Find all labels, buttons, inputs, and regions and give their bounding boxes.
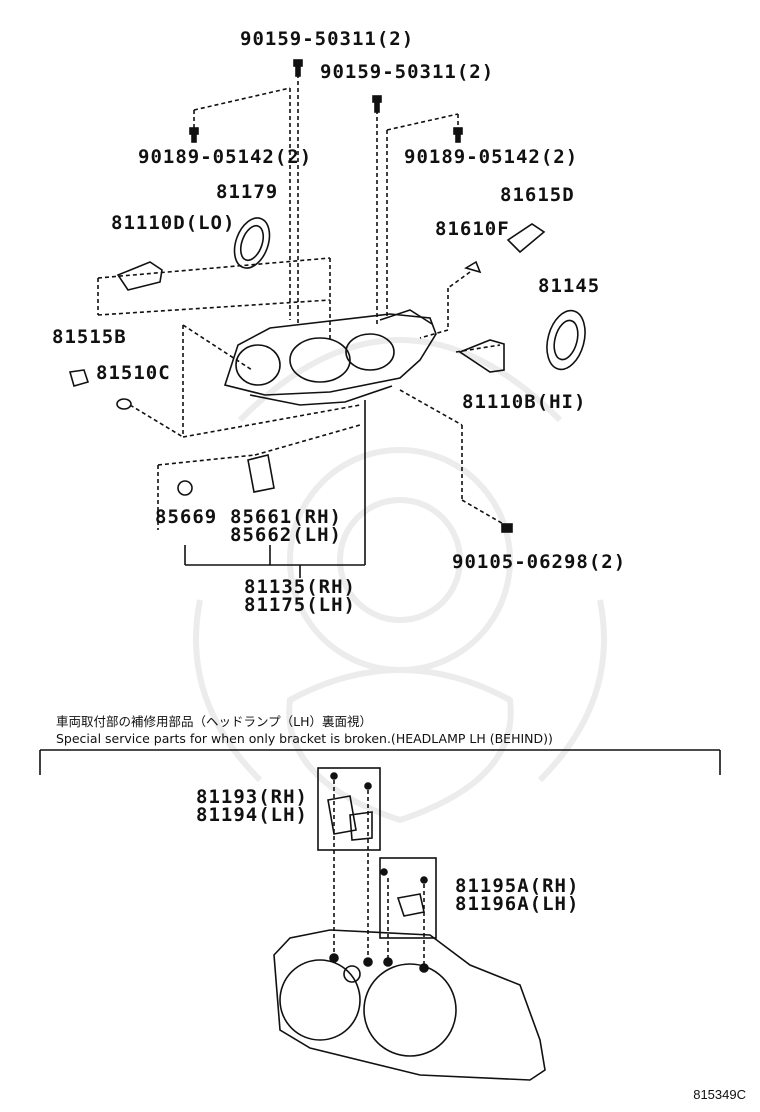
- headlamp-assembly: [223, 309, 437, 406]
- bracket-guides: [333, 780, 425, 965]
- part-label-81615d: 81615D: [500, 184, 575, 206]
- figure-code: 815349C: [693, 1087, 746, 1102]
- part-label-90189-a: 90189-05142(2): [138, 146, 313, 168]
- note-english: Special service parts for when only brac…: [56, 731, 553, 746]
- part-label-81193: 81193(RH): [196, 786, 308, 808]
- part-label-90159-b: 90159-50311(2): [320, 61, 495, 83]
- part-label-90105: 90105-06298(2): [452, 551, 627, 573]
- part-label-90159-a: 90159-50311(2): [240, 28, 415, 50]
- part-label-81196a: 81196A(LH): [455, 893, 580, 915]
- part-label-85662: 85662(LH): [230, 524, 342, 546]
- dashed-guides: [97, 74, 506, 530]
- part-label-81194: 81194(LH): [196, 804, 308, 826]
- part-label-81195a: 81195A(RH): [455, 875, 580, 897]
- part-label-81515b: 81515B: [52, 326, 127, 348]
- watermark-emblem: [193, 337, 607, 824]
- part-label-85661: 85661(RH): [230, 506, 342, 528]
- part-label-90189-b: 90189-05142(2): [404, 146, 579, 168]
- headlamp-rear-outline: [273, 929, 546, 1081]
- part-label-81179: 81179: [216, 181, 279, 203]
- part-label-81610f: 81610F: [435, 218, 510, 240]
- part-label-81135: 81135(RH): [244, 576, 356, 598]
- screw-icon: [189, 59, 513, 533]
- part-label-81145: 81145: [538, 275, 601, 297]
- part-label-85669: 85669: [155, 506, 218, 528]
- part-label-81110b: 81110B(HI): [462, 391, 587, 413]
- note-japanese: 車両取付部の補修用部品（ヘッドランプ（LH）裏面視）: [56, 714, 372, 729]
- section-frame: [39, 749, 721, 939]
- bulb-icon: [68, 223, 546, 493]
- part-label-81175: 81175(LH): [244, 594, 356, 616]
- part-label-81110d: 81110D(LO): [111, 212, 236, 234]
- leader-lines: [184, 400, 366, 578]
- part-label-81510c: 81510C: [96, 362, 171, 384]
- seal-ring-icon: [116, 217, 586, 496]
